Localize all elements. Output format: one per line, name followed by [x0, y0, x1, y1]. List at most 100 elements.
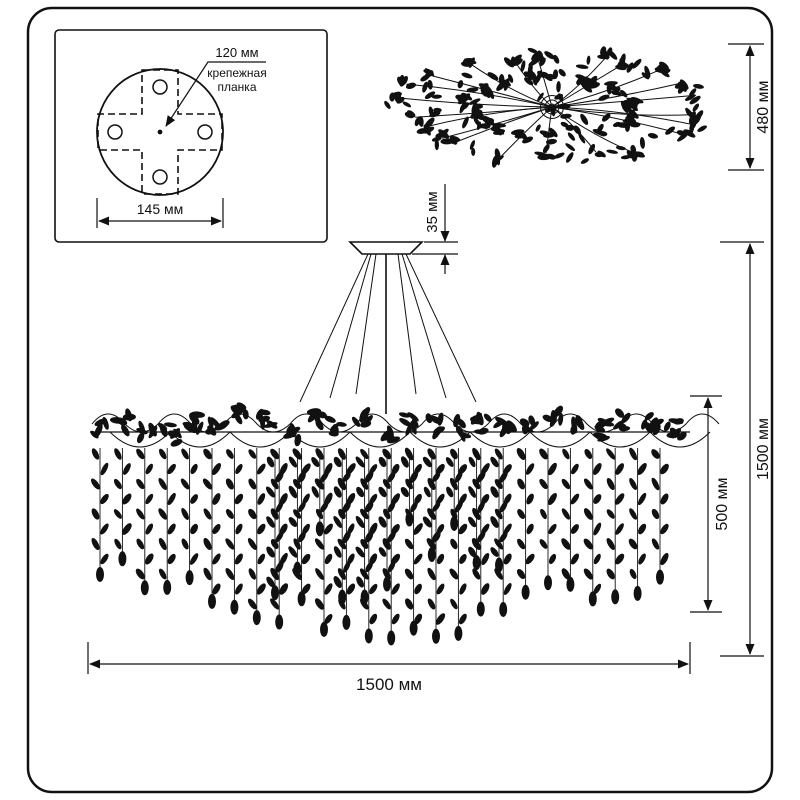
leaf	[205, 427, 216, 435]
leaf	[633, 585, 642, 601]
leaf	[342, 472, 351, 482]
leaf	[302, 523, 310, 535]
leaf	[639, 136, 645, 149]
leaf	[457, 418, 466, 429]
leaf	[458, 613, 467, 625]
leaf	[315, 521, 324, 537]
leaf	[383, 576, 391, 592]
leaf	[208, 593, 216, 609]
overall-height-label: 1500 мм	[755, 418, 772, 480]
leaf	[400, 486, 410, 498]
leaf	[612, 121, 621, 128]
leaf	[196, 421, 204, 435]
leaf	[439, 128, 449, 137]
leaf	[593, 553, 601, 565]
leaf	[583, 568, 593, 580]
leaf	[94, 418, 107, 427]
leaf	[560, 121, 569, 128]
leaf	[387, 501, 396, 513]
leaf	[556, 81, 561, 93]
leaf	[91, 448, 100, 460]
canopy-height-label: 35 мм	[424, 191, 441, 232]
leaf	[638, 523, 647, 535]
leaf	[210, 417, 221, 429]
leaf	[660, 493, 669, 505]
leaf	[692, 103, 700, 112]
leaf	[231, 404, 246, 411]
leaf	[673, 418, 684, 425]
leaf	[136, 432, 145, 444]
hub-ring	[544, 99, 560, 115]
leaf	[410, 421, 417, 435]
leaf	[570, 424, 577, 435]
leaf	[234, 553, 243, 565]
leaf	[523, 420, 529, 435]
leaf	[369, 613, 378, 625]
leaf	[459, 583, 467, 595]
leaf	[477, 500, 485, 514]
leaf	[298, 501, 306, 513]
leaf	[378, 516, 387, 528]
leaf	[593, 462, 602, 476]
leaf	[279, 523, 288, 535]
leaf	[387, 561, 396, 573]
leaf	[615, 145, 626, 151]
leaf	[324, 614, 333, 624]
suspension-wire	[299, 253, 369, 403]
leaf	[320, 621, 328, 637]
leaf	[510, 129, 525, 135]
leaf	[190, 411, 205, 418]
leaf	[496, 81, 507, 91]
leaf	[535, 124, 541, 132]
suspension	[299, 241, 477, 414]
leaf	[432, 472, 441, 482]
leaf	[552, 69, 559, 79]
leaf	[346, 583, 356, 595]
leaf	[257, 493, 266, 505]
leaf	[158, 448, 167, 460]
leaf	[270, 448, 280, 460]
leaf	[615, 523, 624, 535]
leaf	[566, 152, 574, 163]
leaf	[355, 456, 365, 468]
leaf	[594, 424, 606, 433]
leaf	[477, 116, 490, 121]
leaf	[641, 419, 648, 430]
leaf	[663, 421, 671, 432]
leaf	[525, 463, 535, 475]
plate-label-line1: крепежная	[207, 66, 266, 80]
leaf	[433, 426, 445, 435]
leaf	[405, 82, 417, 90]
leaf	[693, 83, 704, 89]
leaf	[543, 132, 556, 138]
leaf	[539, 448, 548, 460]
leaf	[136, 427, 148, 435]
leaf	[641, 72, 650, 80]
leaf	[615, 493, 625, 505]
leaf	[384, 100, 391, 109]
body-height-dim: 500 мм	[690, 395, 731, 613]
leaf	[248, 449, 257, 459]
leaf	[669, 427, 679, 437]
leaf	[257, 463, 266, 475]
leaf	[356, 576, 364, 588]
leaf	[490, 456, 499, 468]
leaf	[136, 538, 145, 550]
leaf	[626, 97, 640, 105]
leaf	[226, 449, 234, 459]
leaf	[450, 515, 459, 531]
leaf	[316, 418, 323, 430]
leaf	[189, 553, 199, 565]
leaf	[476, 121, 482, 131]
leaf	[145, 523, 154, 535]
leaf	[270, 585, 279, 601]
leaf	[248, 478, 257, 490]
branch	[397, 97, 553, 108]
leaf	[319, 471, 329, 483]
leaf	[510, 54, 522, 65]
leaf	[225, 538, 235, 550]
leaf	[422, 81, 428, 93]
leaf	[445, 457, 454, 467]
leaf	[399, 417, 412, 427]
leaf	[528, 415, 536, 426]
